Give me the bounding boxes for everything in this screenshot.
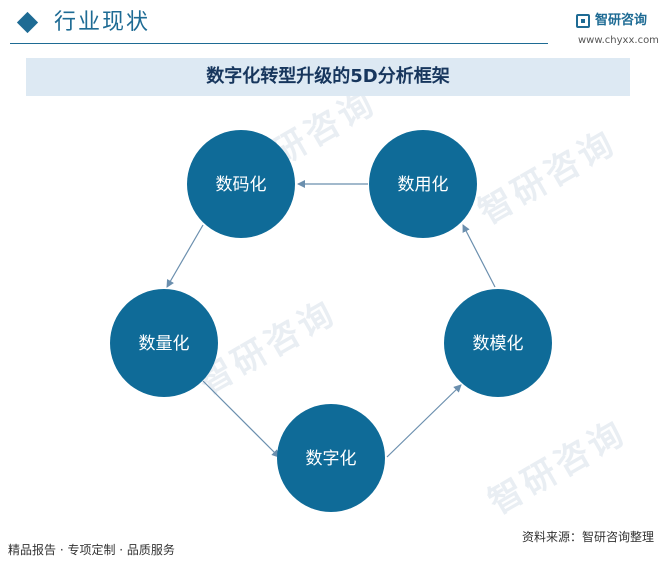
logo-url: www.chyxx.com [578, 35, 659, 46]
logo-name: 智研咨询 [595, 13, 648, 28]
node-label: 数量化 [139, 334, 190, 354]
node-label: 数用化 [398, 175, 449, 195]
page-header: 行业现状 智研咨询 www.chyxx.com [0, 0, 662, 48]
footer-slogan: 精品报告 · 专项定制 · 品质服务 [8, 543, 175, 557]
node-shuma: 数码化 [187, 130, 295, 238]
header-divider [10, 43, 548, 44]
source-note: 资料来源：智研咨询整理 [521, 530, 654, 544]
node-label: 数模化 [473, 334, 524, 354]
section-title: 行业现状 [54, 10, 151, 35]
node-shuliang: 数量化 [110, 289, 218, 397]
arrow-n5-to-n4 [386, 384, 462, 458]
diagram-title: 数字化转型升级的5D分析框架 [206, 66, 450, 87]
arrow-n4-to-n2 [462, 224, 496, 288]
node-label: 数字化 [306, 449, 357, 469]
brand-logo: 智研咨询 www.chyxx.com [576, 13, 659, 49]
node-label: 数码化 [216, 175, 267, 195]
logo-mark-icon [576, 14, 590, 28]
node-shumo: 数模化 [444, 289, 552, 397]
node-shuzi: 数字化 [277, 404, 385, 512]
arrow-n3-to-n5 [202, 380, 280, 458]
diagram-title-band: 数字化转型升级的5D分析框架 [26, 58, 630, 96]
node-shuyong: 数用化 [369, 130, 477, 238]
arrow-n1-to-n3 [166, 224, 204, 288]
